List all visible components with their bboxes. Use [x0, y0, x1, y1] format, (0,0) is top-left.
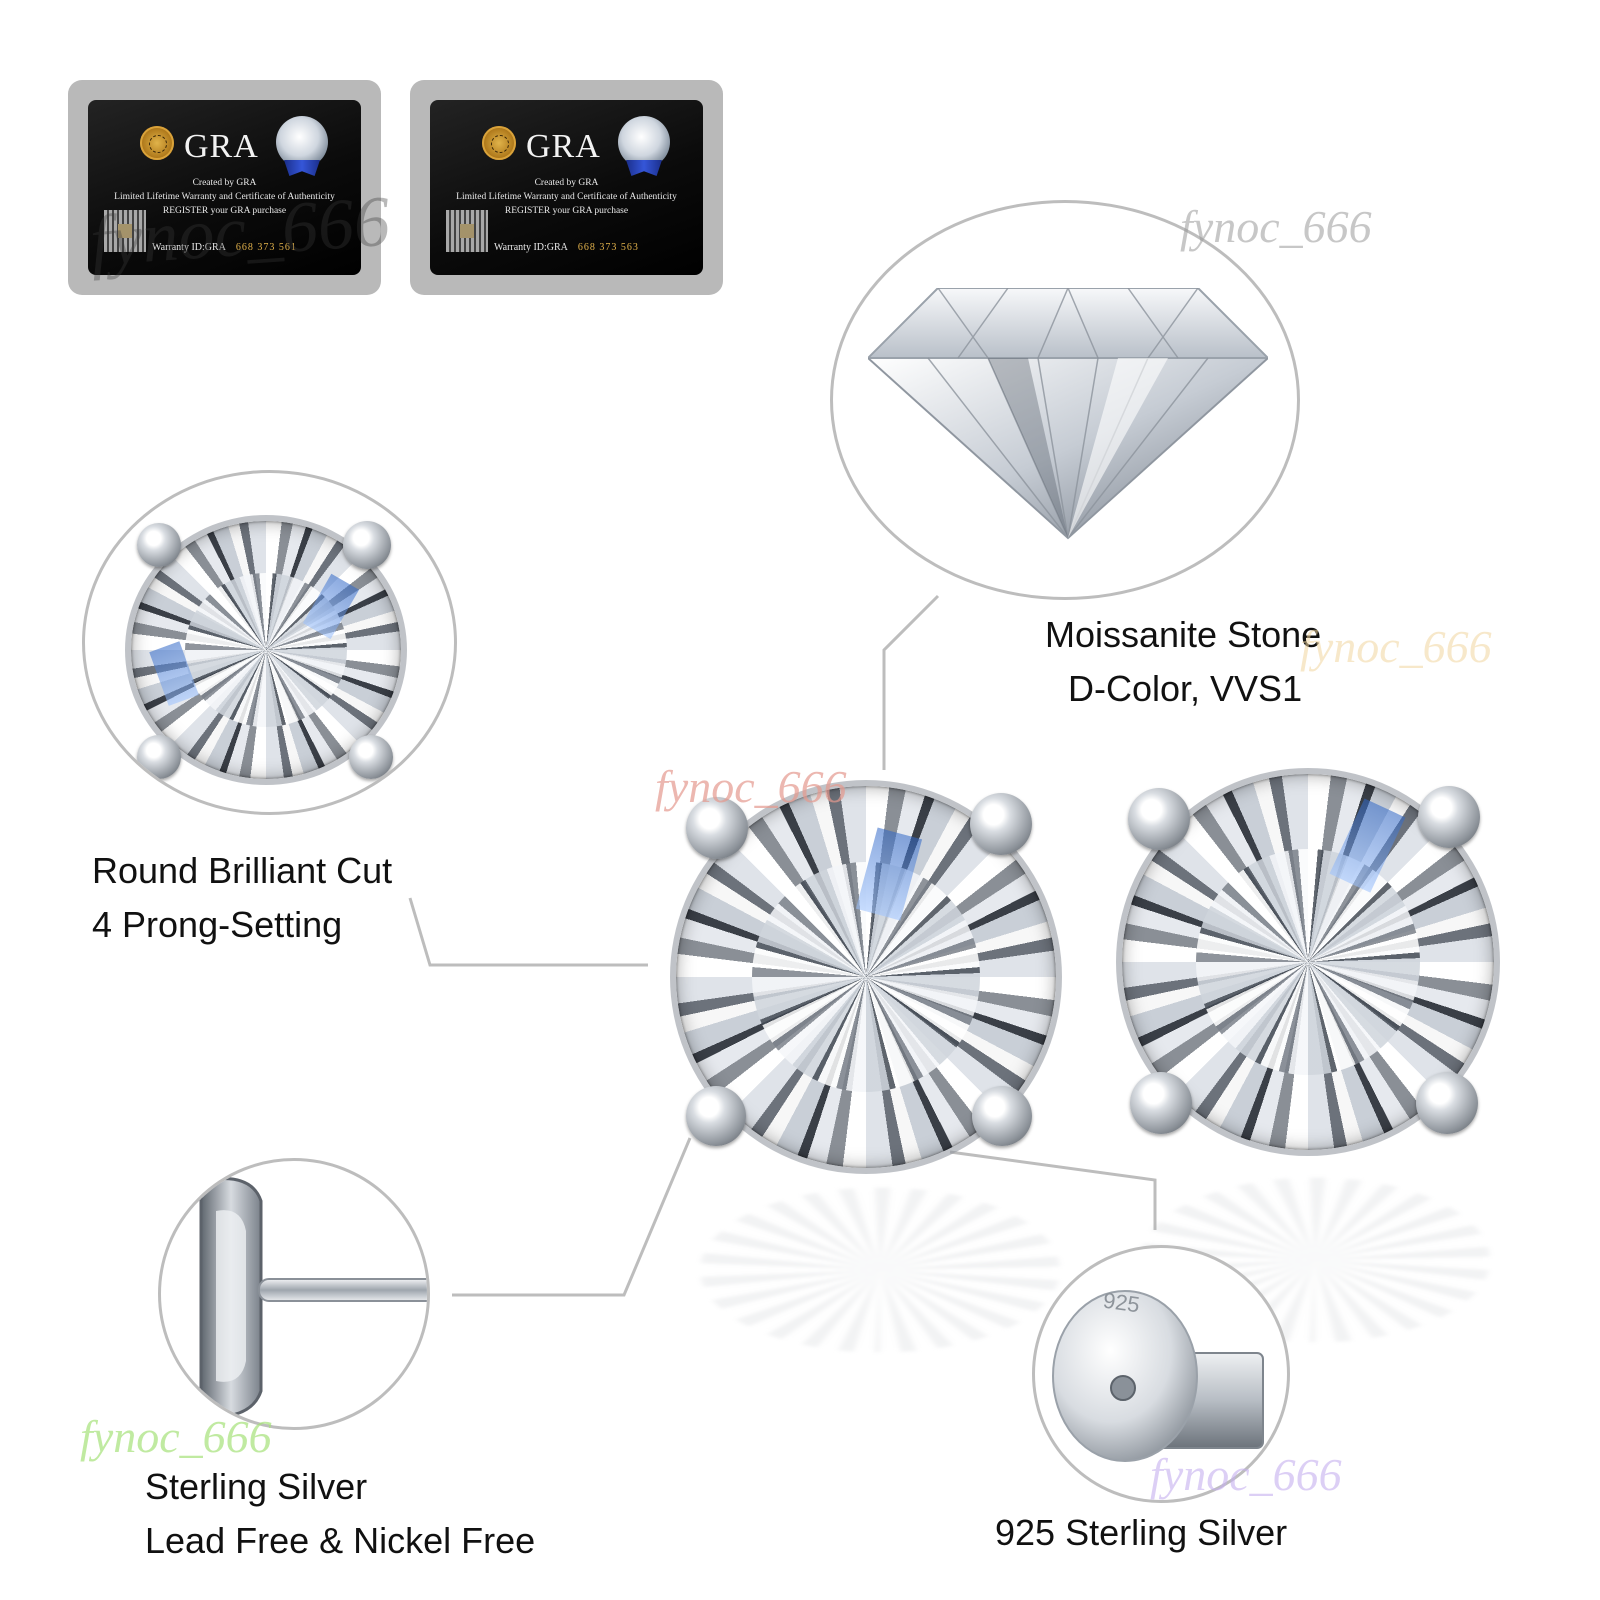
backing-detail-circle: 925	[1032, 1245, 1290, 1503]
card-register-text: REGISTER your GRA purchase	[162, 206, 287, 216]
warranty-id: Warranty ID:GRA 668 373 561	[152, 242, 297, 253]
earring-left-reflection	[700, 1187, 1060, 1353]
gra-card-2: GRA Created by GRA Limited Lifetime Warr…	[410, 80, 723, 295]
gra-card-1: GRA Created by GRA Limited Lifetime Warr…	[68, 80, 381, 295]
qr-code-icon	[446, 210, 488, 252]
back-label-line1: 925 Sterling Silver	[995, 1512, 1288, 1553]
watermark: fynoc_666	[655, 761, 847, 812]
earring-left-prong	[686, 1086, 746, 1146]
connector-cut	[408, 897, 648, 967]
prong	[137, 735, 181, 779]
prong	[349, 735, 393, 779]
card-created-by: Created by GRA	[192, 178, 257, 188]
backing-stamp: 925	[1101, 1287, 1142, 1318]
warranty-number: 668 373 561	[235, 242, 297, 253]
stone-label-line2: D-Color, VVS1	[1068, 668, 1303, 709]
gra-seal-icon	[140, 126, 174, 160]
warranty-label: Warranty ID:GRA	[494, 242, 568, 253]
earring-left-prong	[686, 797, 748, 859]
earring-right-prong	[1416, 1072, 1478, 1134]
gra-seal-icon	[482, 126, 516, 160]
round-cut-circle	[82, 470, 457, 815]
connector-post	[452, 1137, 692, 1297]
watermark: fynoc_666	[1300, 621, 1492, 672]
diamond-icon	[618, 116, 670, 168]
gra-card-face: GRA Created by GRA Limited Lifetime Warr…	[88, 100, 361, 275]
gra-title: GRA	[184, 128, 259, 165]
cut-label-line1: Round Brilliant Cut	[92, 850, 393, 891]
watermark: fynoc_666	[1180, 201, 1372, 252]
pavilion-gem-image	[868, 288, 1268, 540]
warranty-label: Warranty ID:GRA	[152, 242, 226, 253]
gra-card-face: GRA Created by GRA Limited Lifetime Warr…	[430, 100, 703, 275]
earring-left-prong	[970, 793, 1032, 855]
earring-right-prong	[1128, 788, 1190, 850]
stone-label-line1: Moissanite Stone	[1045, 614, 1322, 655]
card-register-text: REGISTER your GRA purchase	[504, 206, 629, 216]
warranty-id: Warranty ID:GRA 668 373 563	[494, 242, 639, 253]
qr-code-icon	[104, 210, 146, 252]
diamond-icon	[276, 116, 328, 168]
card-warranty-text: Limited Lifetime Warranty and Certificat…	[114, 192, 335, 202]
earring-right-prong	[1418, 786, 1480, 848]
post-detail-circle	[158, 1158, 430, 1430]
connector-back	[949, 1150, 1157, 1230]
cut-label-line2: 4 Prong-Setting	[92, 904, 343, 945]
connector-stone	[882, 594, 940, 770]
watermark: fynoc_666	[1150, 1449, 1342, 1500]
earring-left-prong	[972, 1086, 1032, 1146]
post-label-line1: Sterling Silver	[145, 1466, 368, 1507]
ear-back-image	[1052, 1290, 1264, 1462]
watermark: fynoc_666	[80, 1411, 272, 1462]
moissanite-stone-circle	[830, 200, 1300, 600]
post-label-line2: Lead Free & Nickel Free	[145, 1520, 536, 1561]
earring-right-prong	[1130, 1072, 1192, 1134]
prong	[137, 523, 181, 567]
post-image	[199, 1177, 427, 1419]
card-created-by: Created by GRA	[534, 178, 599, 188]
ribbon-icon	[626, 160, 662, 176]
ribbon-icon	[284, 160, 320, 176]
warranty-number: 668 373 563	[577, 242, 639, 253]
prong	[343, 521, 391, 569]
gra-title: GRA	[526, 128, 601, 165]
card-warranty-text: Limited Lifetime Warranty and Certificat…	[456, 192, 677, 202]
